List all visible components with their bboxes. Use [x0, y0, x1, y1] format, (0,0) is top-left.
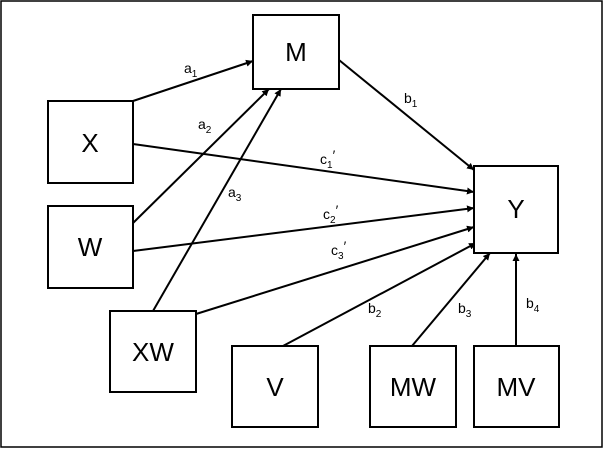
node-w: W: [47, 205, 134, 289]
edge-label-b2: b2: [368, 300, 382, 320]
edge-b2: [282, 242, 477, 347]
edge-labels: a1 a2 a3 b1 c1′ c2′ c3′ b2 b3 b4: [184, 60, 540, 320]
node-m-label: M: [285, 37, 307, 67]
edge-label-a3: a3: [228, 184, 242, 204]
edges: [130, 59, 520, 347]
edge-a3: [152, 88, 282, 312]
edge-label-a1: a1: [184, 60, 198, 80]
node-w-label: W: [78, 232, 103, 262]
node-xw: XW: [109, 310, 197, 393]
edge-a2: [130, 88, 270, 226]
node-mw-label: MW: [390, 372, 437, 402]
edge-c2: [132, 205, 475, 252]
edge-label-b4: b4: [526, 295, 540, 315]
node-v-label: V: [266, 372, 284, 402]
node-x-label: X: [81, 128, 98, 158]
edge-label-b1: b1: [404, 90, 418, 110]
node-v: V: [231, 345, 319, 428]
node-m: M: [252, 14, 340, 90]
node-mw: MW: [369, 345, 457, 428]
edge-a1: [132, 59, 254, 102]
edge-b3: [411, 252, 491, 347]
nodes: M X W XW Y V MW MV: [47, 14, 560, 428]
edge-c1: [132, 143, 475, 195]
node-x: X: [47, 100, 134, 184]
node-mv-label: MV: [497, 372, 537, 402]
node-y: Y: [473, 165, 559, 254]
node-xw-label: XW: [132, 337, 174, 367]
node-y-label: Y: [507, 194, 524, 224]
edge-label-a2: a2: [198, 116, 212, 136]
edge-label-b3: b3: [458, 300, 472, 320]
edge-label-c3: c3′: [331, 238, 347, 262]
edge-c3: [195, 225, 475, 315]
edge-label-c2: c2′: [323, 202, 339, 226]
node-mv: MV: [473, 345, 560, 428]
edge-b1: [338, 59, 475, 171]
edge-label-c1: c1′: [320, 147, 336, 171]
